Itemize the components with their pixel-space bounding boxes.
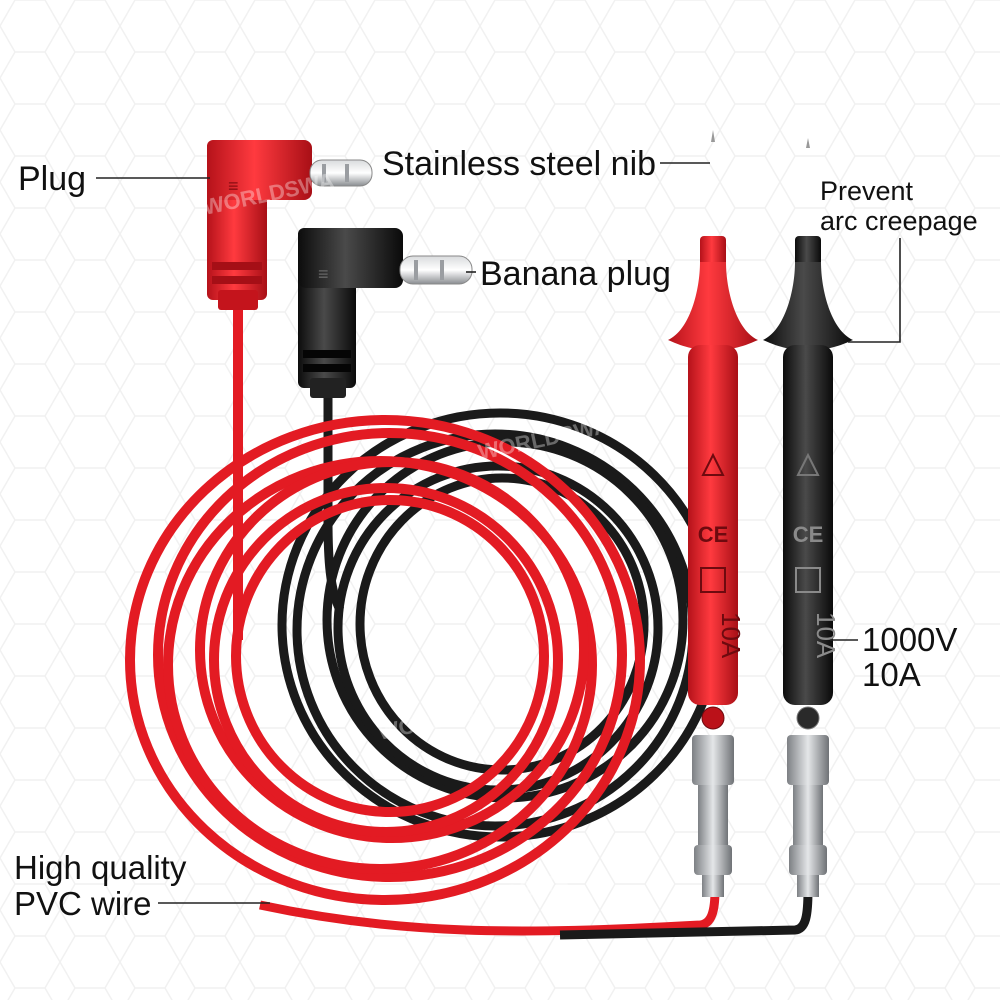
black-wire-bottom bbox=[559, 889, 813, 940]
red-probe-rating-mark: 10A bbox=[716, 612, 746, 659]
black-probe: CE 10A bbox=[763, 138, 853, 897]
rating-voltage: 1000V bbox=[862, 621, 958, 658]
pvc-line1: High quality bbox=[14, 849, 187, 886]
voltage-current-rating-label: 1000V 10A bbox=[862, 622, 957, 692]
leader-lines bbox=[96, 162, 901, 904]
banana-plug-pin bbox=[399, 255, 473, 285]
svg-text:≡: ≡ bbox=[318, 264, 329, 284]
black-banana-plug: ≡ bbox=[298, 228, 403, 398]
rating-current: 10A bbox=[862, 656, 921, 693]
black-probe-ce-mark: CE bbox=[793, 522, 824, 547]
red-probe-ce-mark: CE bbox=[698, 522, 729, 547]
red-plug-pin bbox=[309, 159, 373, 187]
red-wire-coil bbox=[125, 415, 645, 905]
prevent-arc-line2: arc creepage bbox=[820, 206, 978, 236]
pvc-line2: PVC wire bbox=[14, 885, 152, 922]
stainless-steel-nib-label: Stainless steel nib bbox=[382, 145, 657, 183]
red-right-angle-plug: ≡ bbox=[207, 140, 312, 310]
prevent-arc-line1: Prevent bbox=[820, 176, 914, 206]
svg-text:≡: ≡ bbox=[228, 176, 239, 196]
black-wire-lead bbox=[323, 395, 345, 613]
plug-label: Plug bbox=[18, 160, 87, 198]
pvc-wire-label: High quality PVC wire bbox=[14, 850, 186, 922]
prevent-arc-creepage-label: Prevent arc creepage bbox=[820, 176, 978, 236]
banana-plug-label: Banana plug bbox=[480, 255, 671, 293]
red-probe: CE 10A bbox=[668, 130, 758, 897]
black-probe-rating-mark: 10A bbox=[811, 612, 841, 659]
arc-leader-line bbox=[848, 238, 901, 343]
